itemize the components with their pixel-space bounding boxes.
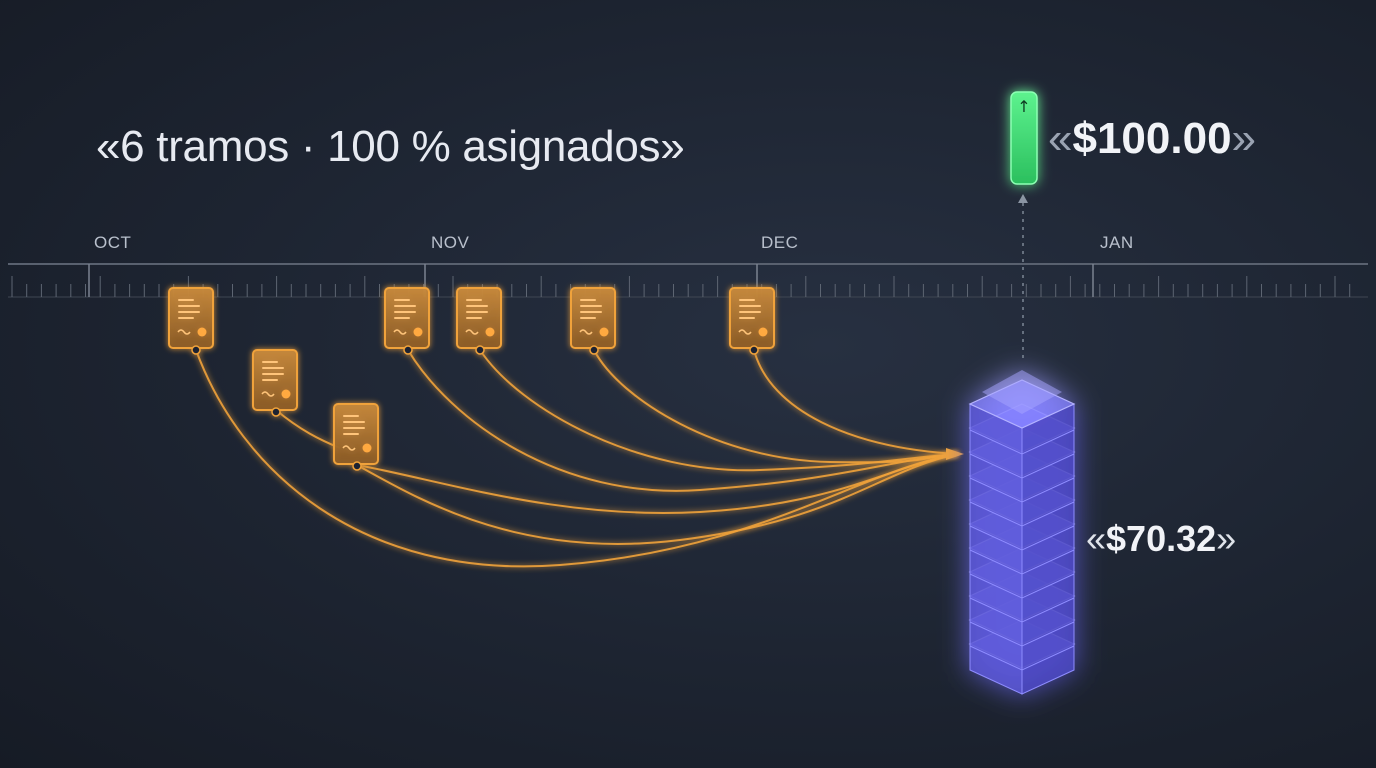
document-signature (465, 329, 479, 335)
stack-top-highlight (982, 370, 1062, 414)
stack-amount-open-quote: « (1086, 518, 1107, 559)
target-amount-open-quote: « (1048, 114, 1073, 163)
stack-layers (968, 370, 1076, 695)
document-seal (599, 327, 609, 337)
allocation-curve (593, 349, 959, 464)
timeline-ruler (8, 263, 1368, 298)
month-label-dec: DEC (761, 233, 799, 252)
document-connector (352, 461, 362, 471)
document-connector (271, 407, 281, 417)
arrow-up-icon: ↑ (1017, 97, 1030, 116)
allocation-curves (195, 349, 964, 568)
target-indicator: ↑ (1010, 91, 1038, 358)
document-signature (393, 329, 407, 335)
document-seal (197, 327, 207, 337)
allocation-curve (195, 349, 959, 568)
month-label-nov: NOV (431, 233, 470, 252)
document-seal (281, 389, 291, 399)
stack-amount-value: $70.32 (1106, 518, 1217, 559)
document-icon (384, 287, 430, 355)
allocation-stack (968, 370, 1076, 695)
document-signature (579, 329, 593, 335)
document-connector (589, 345, 599, 355)
document-icon (729, 287, 775, 355)
target-connector-arrowhead (1018, 194, 1028, 203)
target-amount-value: $100.00 (1072, 114, 1232, 163)
arrowhead-icon (946, 448, 964, 460)
tranche-documents (168, 287, 775, 471)
document-icon (570, 287, 616, 355)
stack-amount-close-quote: » (1216, 518, 1237, 559)
month-label-oct: OCT (94, 233, 132, 252)
allocation-curve (753, 349, 959, 455)
document-connector (749, 345, 759, 355)
document-connector (403, 345, 413, 355)
document-signature (738, 329, 752, 335)
month-label-jan: JAN (1100, 233, 1134, 252)
target-amount: «$100.00» (1048, 114, 1256, 164)
allocation-curve (356, 453, 959, 545)
summary-label: «6 tramos · 100 % asignados» (96, 122, 685, 171)
document-signature (177, 329, 191, 335)
document-icon (333, 403, 379, 471)
document-signature (342, 445, 356, 451)
document-icon (252, 349, 298, 417)
target-amount-close-quote: » (1231, 114, 1257, 163)
target-bar: ↑ (1010, 91, 1038, 185)
document-seal (485, 327, 495, 337)
document-icon (168, 287, 214, 355)
document-connector (191, 345, 201, 355)
allocation-curve (479, 349, 959, 472)
document-signature (261, 391, 275, 397)
document-icon (456, 287, 502, 355)
allocation-curve (356, 453, 959, 515)
document-connector (475, 345, 485, 355)
document-seal (413, 327, 423, 337)
stack-amount: «$70.32» (1086, 518, 1236, 560)
document-seal (362, 443, 372, 453)
allocation-curve (275, 409, 341, 449)
allocation-curve (407, 349, 959, 492)
target-bar-body (1010, 91, 1038, 185)
document-seal (758, 327, 768, 337)
